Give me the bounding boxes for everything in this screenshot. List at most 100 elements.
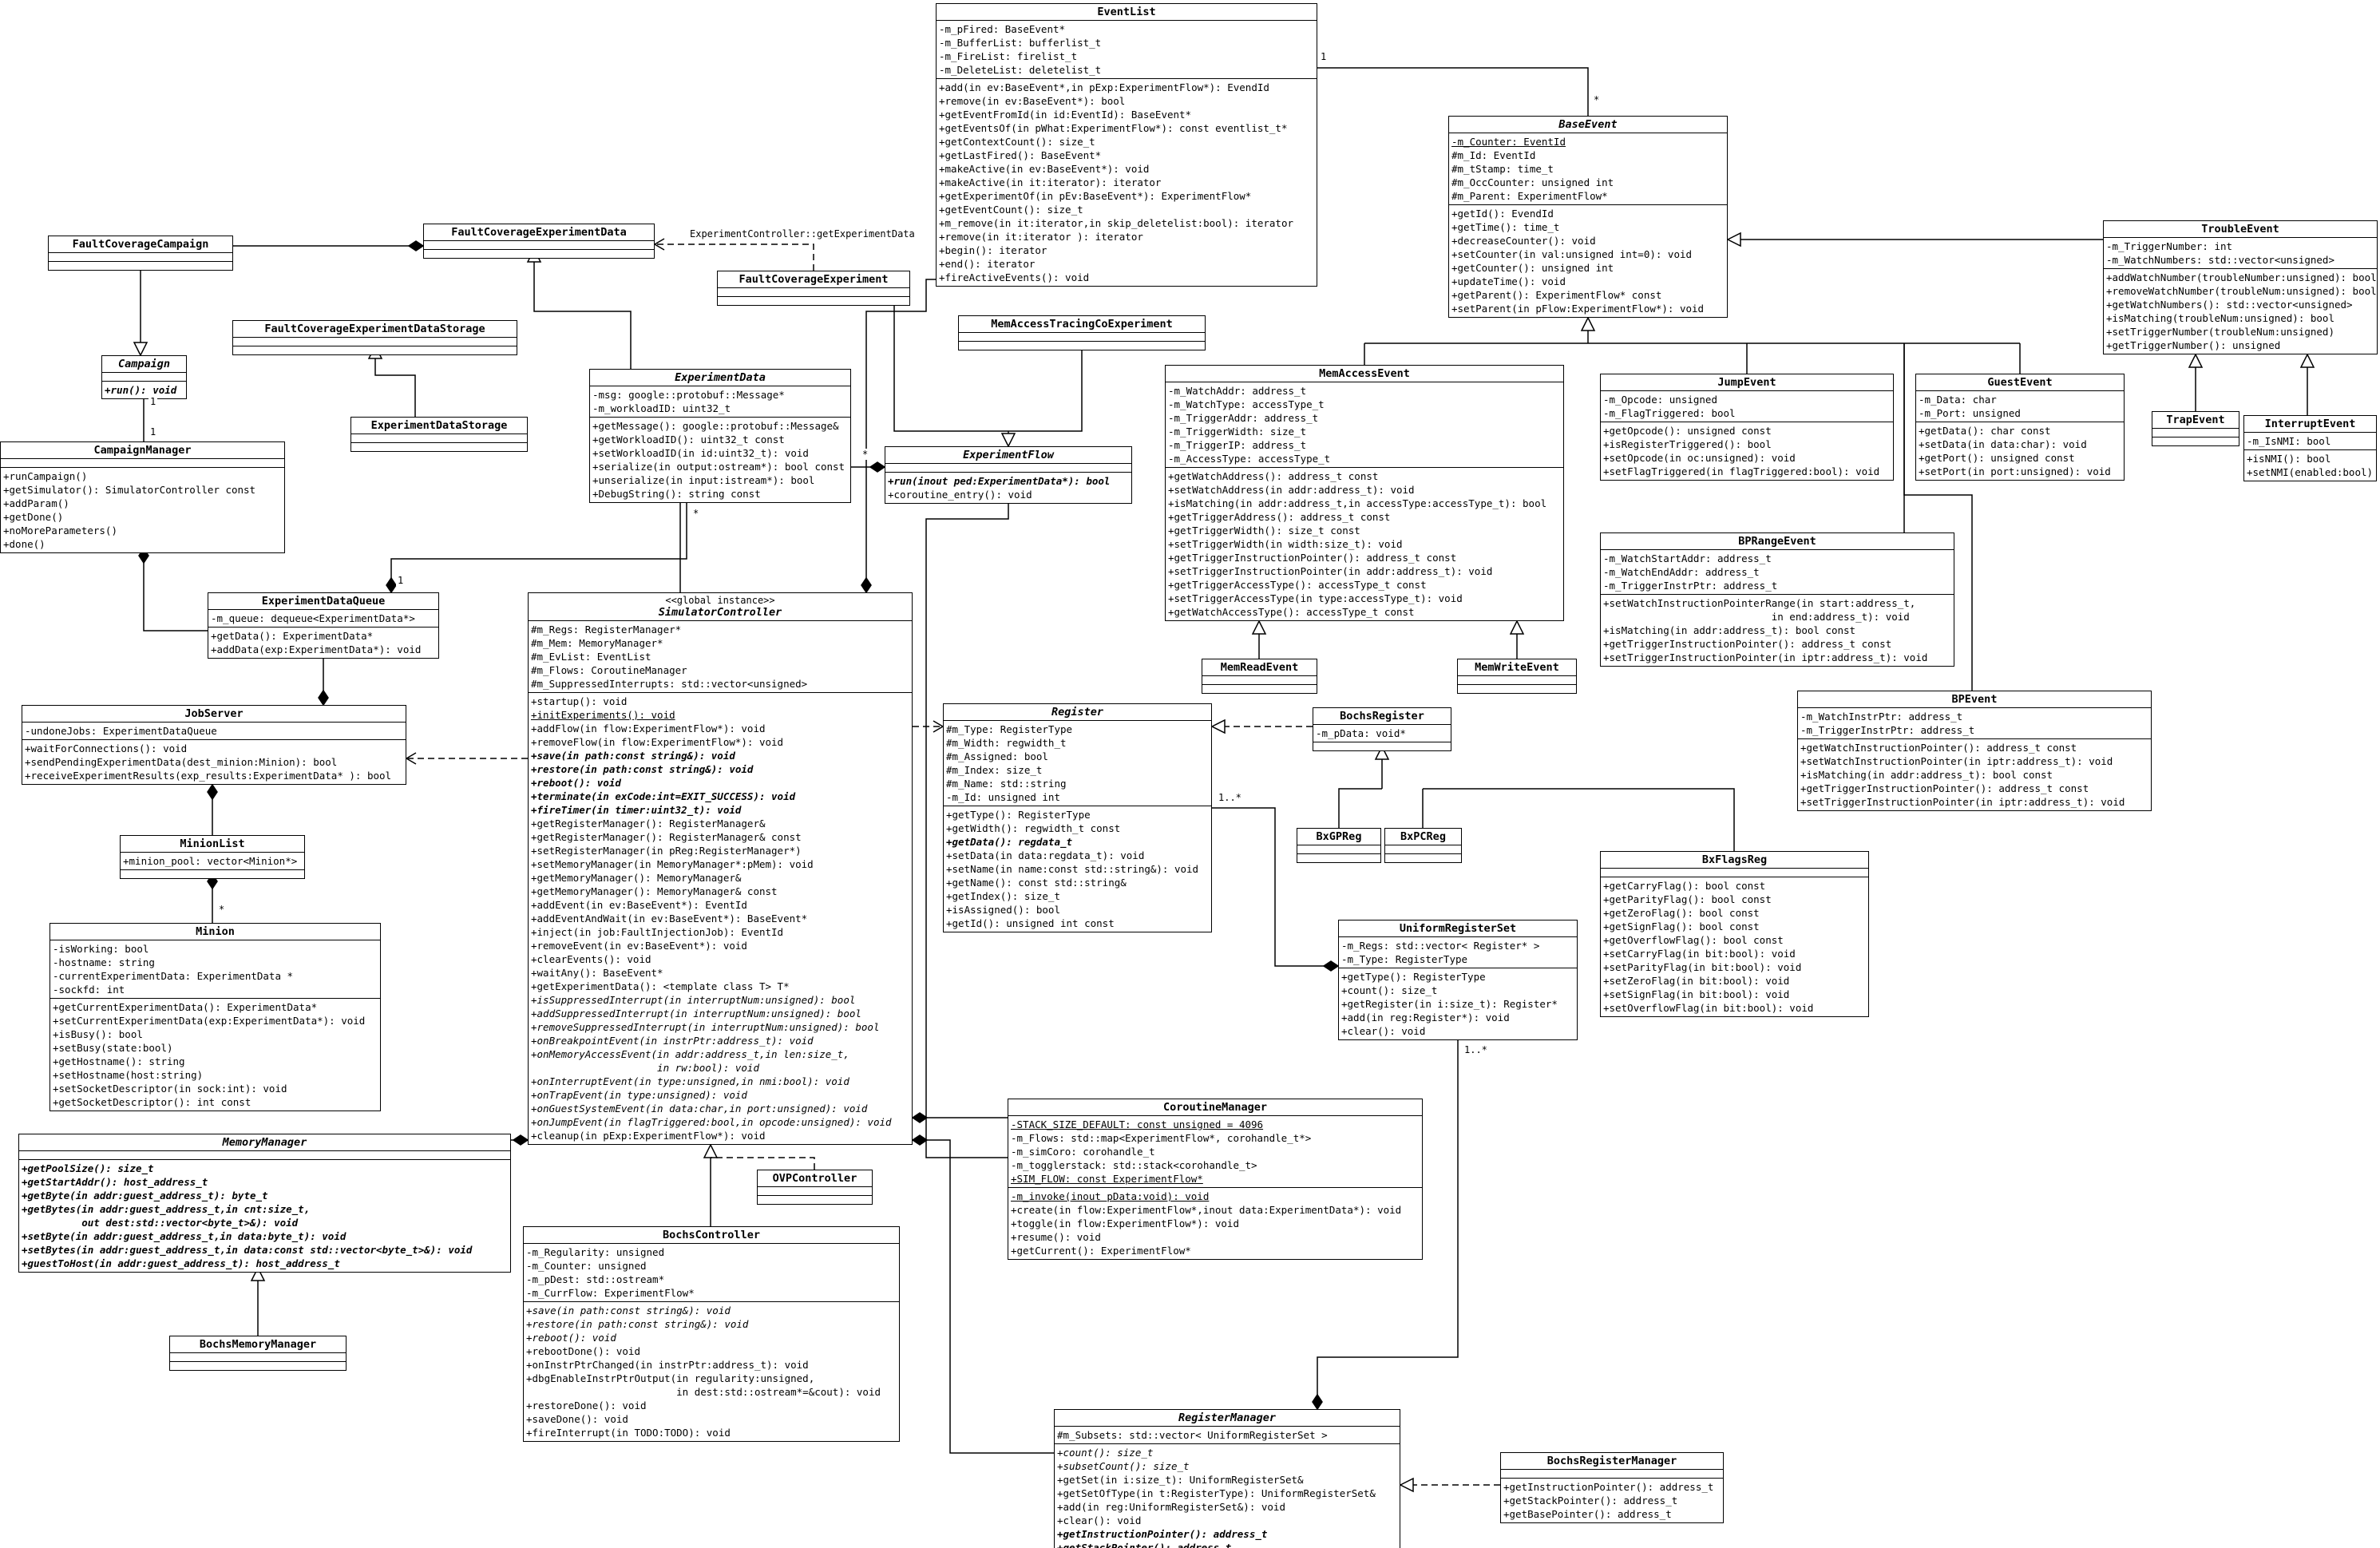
uml-member: +setTriggerWidth(in width:size_t): void (1168, 538, 1403, 550)
class-TrapEvent: TrapEvent (2152, 411, 2239, 446)
class-attrs-compartment: #m_Type: RegisterType#m_Width: regwidth_… (944, 721, 1211, 806)
uml-member: +save(in path:const string&): void (526, 1305, 731, 1316)
uml-member: +getTriggerInstructionPointer(): address… (1603, 638, 1892, 650)
uml-member: +removeWatchNumber(troubleNum:unsigned):… (2106, 285, 2377, 297)
uml-member: +getTime(): time_t (1451, 221, 1560, 233)
class-header: MemAccessEvent (1166, 366, 1563, 382)
uml-member: +getSocketDescriptor(): int const (53, 1096, 251, 1108)
class-Campaign: Campaign+run(): void (101, 355, 187, 399)
class-attrs-compartment: -m_Data: char-m_Port: unsigned (1916, 391, 2124, 422)
uml-member: #m_Parent: ExperimentFlow* (1451, 190, 1608, 202)
edge-matcoexperiment-experimentflow (1008, 341, 1083, 432)
class-ExperimentData: ExperimentData-msg: google::protobuf::Me… (589, 369, 851, 503)
class-header: InterruptEvent (2244, 416, 2376, 433)
class-SimulatorController: <<global instance>>SimulatorController#m… (528, 592, 913, 1145)
uml-member: +onTrapEvent(in type:unsigned): void (531, 1089, 747, 1101)
uml-member: +setTriggerInstructionPointer(in iptr:ad… (1603, 651, 1928, 663)
class-header: FaultCoverageExperimentDataStorage (233, 321, 517, 338)
class-name: BxGPReg (1316, 830, 1362, 843)
class-attrs-compartment: -msg: google::protobuf::Message*-m_workl… (590, 386, 850, 417)
uml-member: +fireActiveEvents(): void (939, 271, 1090, 283)
uml-member: +isNMI(): bool (2247, 453, 2331, 465)
uml-member: -m_Counter: EventId (1451, 136, 1566, 148)
uml-member: -m_Id: unsigned int (946, 791, 1060, 803)
uml-member: #m_Width: regwidth_t (946, 737, 1067, 749)
edge-label: * (691, 508, 701, 519)
class-name: Campaign (117, 358, 171, 370)
class-TroubleEvent: TroubleEvent-m_TriggerNumber: int-m_Watc… (2103, 220, 2378, 354)
class-name: TroubleEvent (2201, 223, 2279, 236)
uml-member: +resume(): void (1011, 1231, 1101, 1243)
class-name: InterruptEvent (2264, 418, 2356, 430)
class-attrs-compartment: -m_pFired: BaseEvent*-m_BufferList: buff… (937, 21, 1317, 78)
uml-member: +makeActive(in it:iterator): iterator (939, 176, 1162, 188)
class-FaultCoverageCampaign: FaultCoverageCampaign (48, 236, 233, 271)
uml-member: -m_TriggerNumber: int (2106, 240, 2233, 252)
uml-member: +getPoolSize(): size_t (22, 1162, 154, 1174)
class-methods-compartment (233, 346, 517, 354)
class-EventList: EventList-m_pFired: BaseEvent*-m_BufferL… (936, 3, 1317, 287)
class-header: MemReadEvent (1202, 659, 1317, 676)
uml-member: in rw:bool): void (531, 1062, 759, 1074)
uml-member: +getMemoryManager(): MemoryManager& cons… (531, 885, 778, 897)
class-header: ExperimentDataQueue (208, 593, 438, 610)
class-attrs-compartment (424, 241, 654, 249)
uml-member: +fireTimer(in timer:uint32_t): void (531, 804, 742, 816)
uml-member: +getInstructionPointer(): address_t (1503, 1481, 1714, 1493)
class-attrs-compartment: -undoneJobs: ExperimentDataQueue (22, 723, 406, 739)
class-FaultCoverageExperimentData: FaultCoverageExperimentData (423, 224, 655, 259)
class-header: RegisterManager (1055, 1410, 1400, 1427)
uml-member: +addEventAndWait(in ev:BaseEvent*): Base… (531, 913, 808, 924)
class-header: CampaignManager (1, 442, 284, 459)
uml-member: #m_Regs: RegisterManager* (531, 624, 682, 635)
class-CampaignManager: CampaignManager +runCampaign()+getSimulat… (0, 441, 285, 553)
class-name: OVPController (772, 1172, 857, 1185)
uml-member: +decreaseCounter(): void (1451, 235, 1596, 247)
class-methods-compartment: +getPoolSize(): size_t+getStartAddr(): h… (19, 1159, 510, 1272)
uml-member: #m_Index: size_t (946, 764, 1043, 776)
class-methods-compartment: +setWatchInstructionPointerRange(in star… (1601, 594, 1954, 666)
uml-member: +m_remove(in it:iterator,in skip_deletel… (939, 217, 1294, 229)
uml-member: +isMatching(in addr:address_t): bool con… (1603, 624, 1856, 636)
uml-member: +onInstrPtrChanged(in instrPtr:address_t… (526, 1359, 809, 1371)
class-methods-compartment: +addWatchNumber(troubleNumber:unsigned):… (2104, 268, 2377, 354)
edge-bxflagsreg-bochsregister (1423, 788, 1735, 851)
class-methods-compartment: +getData(): char const+setData(in data:c… (1916, 422, 2124, 480)
uml-member: -m_CurrFlow: ExperimentFlow* (526, 1287, 695, 1299)
class-header: ExperimentData (590, 370, 850, 386)
uml-member: +getWidth(): regwidth_t const (946, 822, 1121, 834)
class-attrs-compartment: -m_Opcode: unsigned-m_FlagTriggered: boo… (1601, 391, 1893, 422)
uml-member: +setNMI(enabled:bool) (2247, 466, 2374, 478)
class-methods-compartment: +runCampaign()+getSimulator(): Simulator… (1, 467, 284, 552)
class-name: JobServer (184, 707, 244, 720)
uml-member: +getTriggerWidth(): size_t const (1168, 525, 1360, 536)
uml-member: #m_Mem: MemoryManager* (531, 637, 663, 649)
edge-label: 1..* (1217, 792, 1243, 803)
uml-tri-marker (1374, 745, 1390, 760)
uml-member: -m_pData: void* (1316, 727, 1406, 739)
uml-member: +getEventFromId(in id:EventId): BaseEven… (939, 109, 1192, 121)
class-MemWriteEvent: MemWriteEvent (1457, 659, 1577, 694)
class-attrs-compartment: +minion_pool: vector<Minion*> (121, 853, 304, 869)
class-BPEvent: BPEvent-m_WatchInstrPtr: address_t-m_Tri… (1797, 691, 2152, 811)
uml-member: +getType(): RegisterType (946, 809, 1091, 821)
uml-member: +onGuestSystemEvent(in data:char,in port… (531, 1103, 868, 1114)
uml-member: +clear(): void (1341, 1025, 1426, 1037)
class-name: JumpEvent (1717, 376, 1776, 389)
uml-member: +rebootDone(): void (526, 1345, 640, 1357)
class-name: TrapEvent (2166, 414, 2225, 426)
class-Minion: Minion-isWorking: bool-hostname: string-… (50, 923, 381, 1111)
uml-member: +getSignFlag(): bool const (1603, 920, 1760, 932)
uml-member: +removeSuppressedInterrupt(in interruptN… (531, 1021, 880, 1033)
edge-registermanager-uniformregisterset (1317, 1040, 1459, 1409)
class-BochsRegisterManager: BochsRegisterManager+getInstructionPoint… (1500, 1452, 1724, 1523)
uml-dia-marker (911, 1112, 929, 1123)
class-name: BochsRegister (1340, 710, 1424, 723)
class-attrs-compartment (1601, 869, 1868, 877)
uml-member: +getMessage(): google::protobuf::Message… (592, 420, 839, 432)
class-header: BochsController (524, 1227, 899, 1244)
uml-member: +remove(in it:iterator ): iterator (939, 231, 1143, 243)
uml-member: +getCurrent(): ExperimentFlow* (1011, 1245, 1191, 1257)
uml-member: +add(in ev:BaseEvent*,in pExp:Experiment… (939, 81, 1269, 93)
